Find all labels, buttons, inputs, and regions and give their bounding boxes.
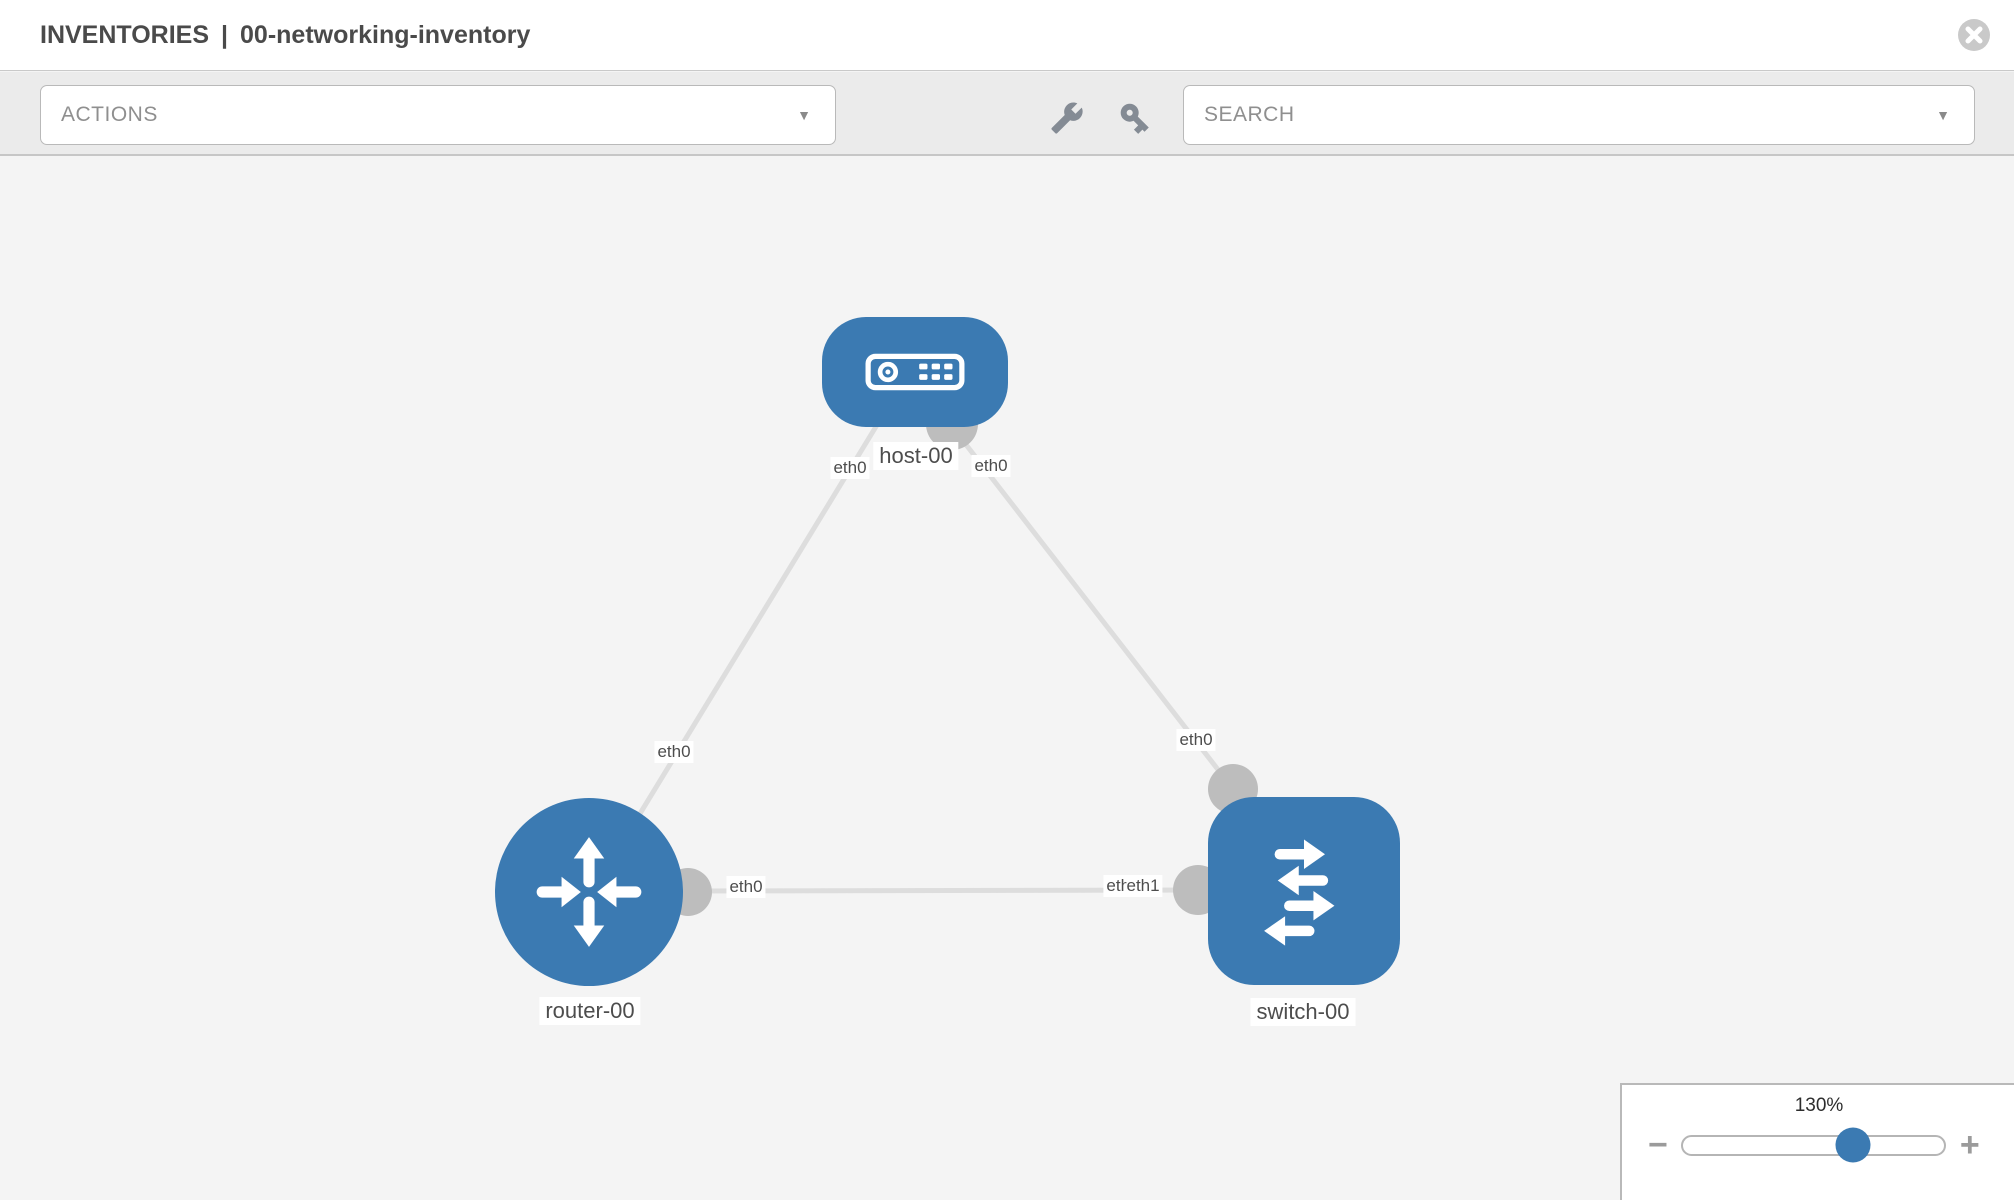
node-label-host-00: host-00 bbox=[873, 442, 959, 470]
router-icon bbox=[528, 831, 650, 953]
page-title-separator: | bbox=[221, 20, 229, 49]
interface-label: eth0eth1 bbox=[1103, 875, 1163, 897]
toolbar: ACTIONS ▼ SEARCH ▼ bbox=[0, 72, 2014, 156]
zoom-slider-knob[interactable] bbox=[1835, 1127, 1870, 1163]
page-header: INVENTORIES | 00-networking-inventory bbox=[0, 0, 2014, 71]
interface-label-text: eth0 bbox=[1176, 729, 1216, 751]
interface-label-text: eth0 bbox=[654, 741, 694, 763]
interface-label: eth0 bbox=[654, 741, 694, 763]
close-icon bbox=[1958, 19, 1990, 51]
actions-dropdown[interactable]: ACTIONS ▼ bbox=[40, 85, 836, 145]
zoom-in-button[interactable]: + bbox=[1959, 1126, 1980, 1164]
link-host-00-router-00 bbox=[627, 417, 883, 833]
interface-label-text: eth1 bbox=[1126, 875, 1163, 897]
close-button[interactable] bbox=[1956, 17, 1992, 53]
link-host-00-switch-00 bbox=[947, 421, 1236, 792]
links-layer bbox=[627, 398, 1258, 916]
node-label-router-00: router-00 bbox=[539, 997, 641, 1025]
zoom-row: − + bbox=[1622, 1125, 2014, 1165]
interface-label: eth0 bbox=[830, 457, 870, 479]
interface-label-text: eth0 bbox=[971, 455, 1011, 477]
host-server-icon bbox=[865, 352, 965, 392]
actions-dropdown-label: ACTIONS bbox=[61, 103, 158, 126]
zoom-level: 130% bbox=[1794, 1095, 1844, 1116]
zoom-slider[interactable] bbox=[1680, 1127, 1946, 1163]
node-host-00[interactable] bbox=[822, 317, 1008, 427]
interface-label: eth0 bbox=[726, 876, 766, 898]
zoom-panel: 130% − + bbox=[1620, 1083, 2014, 1200]
node-router-00[interactable] bbox=[495, 798, 683, 986]
switch-icon bbox=[1241, 828, 1367, 954]
interface-label-text: eth0 bbox=[726, 876, 766, 898]
node-label-switch-00: switch-00 bbox=[1250, 998, 1356, 1026]
inventory-name: 00-networking-inventory bbox=[240, 20, 531, 49]
interface-label: eth0 bbox=[971, 455, 1011, 477]
key-icon bbox=[1120, 103, 1149, 134]
configure-button[interactable] bbox=[1045, 99, 1089, 139]
zoom-out-button[interactable]: − bbox=[1648, 1126, 1668, 1164]
credentials-button[interactable] bbox=[1113, 99, 1157, 139]
interface-label: eth0 bbox=[1176, 729, 1216, 751]
search-dropdown[interactable]: SEARCH ▼ bbox=[1183, 85, 1975, 145]
node-switch-00[interactable] bbox=[1208, 797, 1400, 985]
page-title-section: INVENTORIES bbox=[40, 20, 210, 49]
wrench-icon bbox=[1051, 102, 1083, 134]
search-placeholder: SEARCH bbox=[1204, 103, 1295, 126]
chevron-down-icon: ▼ bbox=[1936, 107, 1950, 123]
page-title: INVENTORIES | 00-networking-inventory bbox=[40, 0, 530, 70]
chevron-down-icon: ▼ bbox=[797, 107, 811, 123]
interface-label-text: eth0 bbox=[830, 457, 870, 479]
